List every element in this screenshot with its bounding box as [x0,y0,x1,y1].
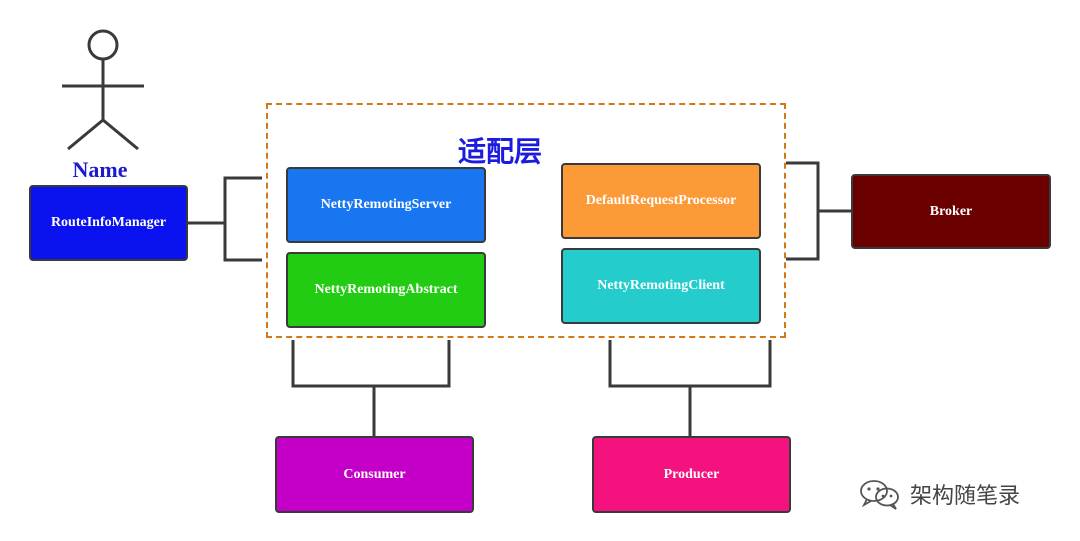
producer-box[interactable]: Producer [592,436,791,513]
person-icon [62,29,144,151]
connector-broker-bracket [786,161,820,261]
default-request-processor-label: DefaultRequestProcessor [585,193,737,208]
consumer-label: Consumer [343,466,406,482]
broker-label: Broker [929,203,973,219]
netty-remoting-abstract-box[interactable]: NettyRemotingAbstract [286,252,486,328]
netty-remoting-server-label: NettyRemotingServer [320,197,452,212]
consumer-box[interactable]: Consumer [275,436,474,513]
adapter-layer-frame [266,103,786,338]
wechat-icon [860,480,899,510]
actor-label: Name [72,157,128,182]
route-info-manager-label: RouteInfoManager [50,215,167,230]
connector-consumer-bracket [291,340,451,388]
watermark: 架构随笔录 [858,474,1020,514]
netty-remoting-client-label: NettyRemotingClient [597,278,725,293]
broker-box[interactable]: Broker [851,174,1051,249]
adapter-layer-title: 适配层 [457,135,542,168]
default-request-processor-box[interactable]: DefaultRequestProcessor [561,163,761,239]
producer-label: Producer [663,466,720,482]
route-info-manager-box[interactable]: RouteInfoManager [29,185,188,261]
netty-remoting-client-box[interactable]: NettyRemotingClient [561,248,761,324]
netty-remoting-abstract-label: NettyRemotingAbstract [314,282,458,297]
watermark-text: 架构随笔录 [910,484,1021,509]
connector-producer-bracket [608,340,772,388]
netty-remoting-server-box[interactable]: NettyRemotingServer [286,167,486,243]
connector-route-bracket [223,176,262,262]
